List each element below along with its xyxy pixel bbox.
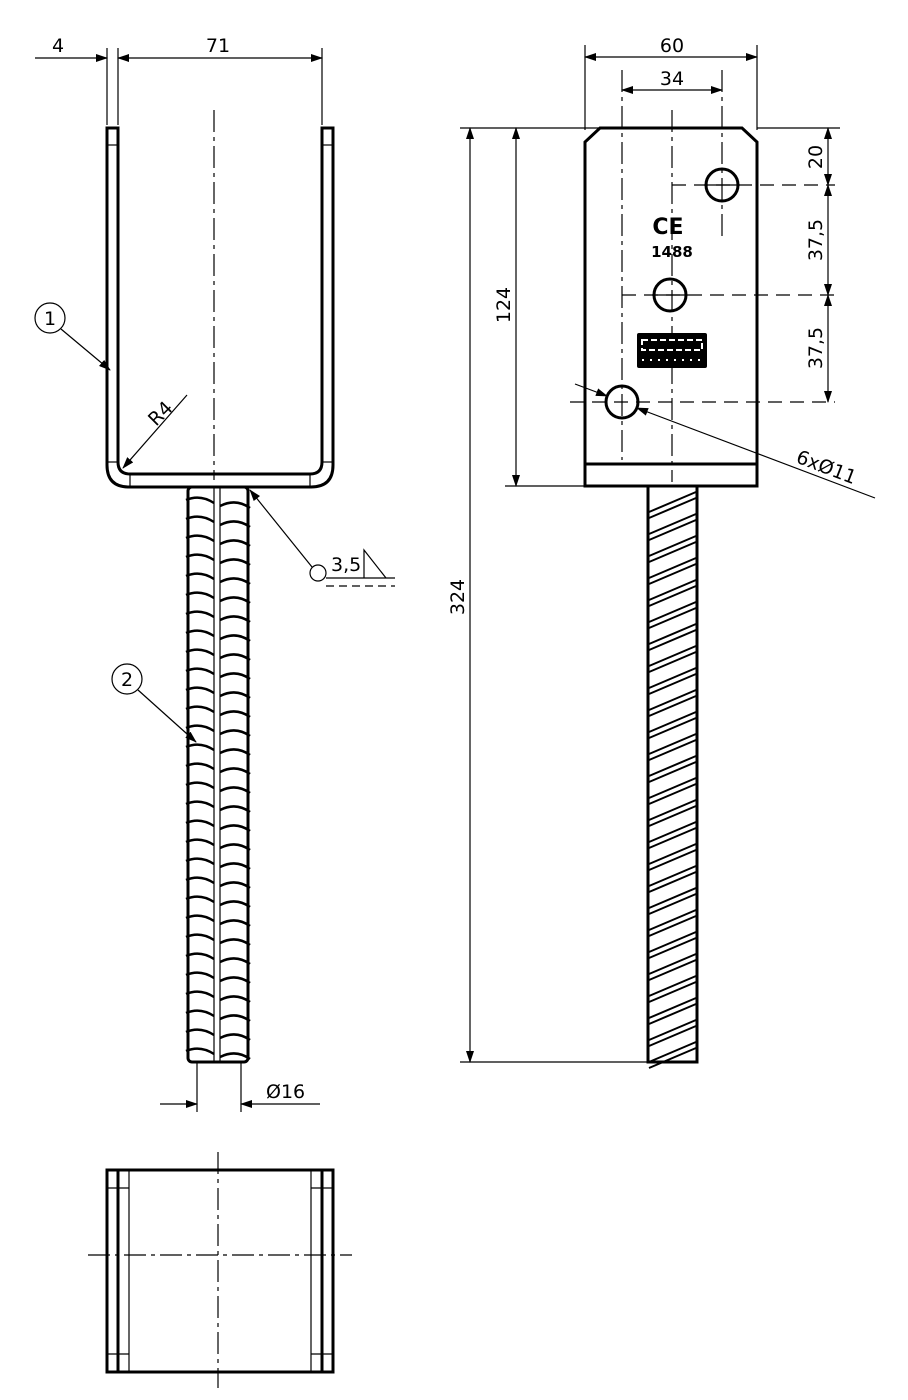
rebar-rib (185, 705, 251, 719)
dim-plate-width: 60 (660, 35, 684, 57)
manufacturer-logo (637, 333, 707, 368)
rebar-rib (185, 515, 251, 529)
rebar-rib (648, 843, 697, 871)
rebar-rib (185, 667, 251, 681)
rebar-rib (648, 557, 697, 585)
rebar-rib (185, 819, 251, 833)
rebar-rib (185, 534, 251, 548)
rebar-rib (648, 865, 697, 893)
plan-view (88, 1152, 352, 1388)
rebar-rib (648, 975, 697, 1003)
rebar-rib (185, 496, 251, 510)
rebar-rib (185, 553, 251, 567)
rebar-rib (185, 1047, 251, 1061)
rebar-rib (185, 610, 251, 624)
rebar-rib (185, 800, 251, 814)
dim-total-height: 324 (447, 579, 469, 615)
balloon-1-label: 1 (44, 308, 56, 330)
rebar-rib (185, 762, 251, 776)
rebar-rib (185, 781, 251, 795)
rebar-rib (648, 711, 697, 739)
dim-rebar-diameter: Ø16 (266, 1081, 305, 1103)
rebar-rib (185, 990, 251, 1004)
dim-hole-spacing-x: 34 (660, 68, 684, 90)
rebar-side (185, 485, 251, 1064)
front-view: 4 71 1 R4 3,5 2 Ø16 (34, 35, 395, 1112)
rebar-rib (185, 914, 251, 928)
rebar-rib (648, 777, 697, 805)
rebar-rib (185, 743, 251, 757)
mounting-hole (604, 384, 640, 420)
hole-callout: 6xØ11 (793, 446, 859, 489)
rebar-front (646, 484, 699, 1069)
rebar-rib (648, 689, 697, 717)
mounting-hole (704, 167, 740, 203)
rebar-rib (648, 667, 697, 695)
rebar-rib (648, 931, 697, 959)
rebar-rib (185, 895, 251, 909)
balloon-2 (111, 663, 143, 695)
rebar-rib (648, 579, 697, 607)
radius-label: R4 (144, 397, 177, 430)
weld-size: 3,5 (331, 554, 361, 576)
rebar-rib (648, 997, 697, 1025)
rebar-rib (185, 724, 251, 738)
rebar-rib (648, 513, 697, 541)
rebar-rib (648, 799, 697, 827)
dim-wall-thickness: 4 (52, 35, 64, 57)
ce-mark: CE (652, 215, 683, 240)
rebar-rib (185, 971, 251, 985)
dim-inner-width: 71 (206, 35, 230, 57)
rebar-rib (648, 623, 697, 651)
rebar-rib (648, 491, 697, 519)
rebar-rib (185, 686, 251, 700)
ce-number: 1488 (651, 243, 693, 261)
rebar-rib (185, 1028, 251, 1042)
rebar-rib (185, 952, 251, 966)
rebar-rib (185, 591, 251, 605)
rebar-rib (185, 857, 251, 871)
rebar-rib (648, 755, 697, 783)
rebar-rib (648, 821, 697, 849)
dim-hole-top: 20 (805, 145, 827, 169)
rebar-rib (648, 535, 697, 563)
rebar-rib (185, 876, 251, 890)
rebar-rib (185, 838, 251, 852)
balloon-1 (34, 302, 66, 334)
dim-plate-height: 124 (493, 287, 515, 323)
rebar-rib (185, 629, 251, 643)
rebar-rib (648, 1041, 697, 1069)
rebar-rib (648, 733, 697, 761)
rebar-rib (648, 953, 697, 981)
balloon-2-label: 2 (121, 669, 133, 691)
rebar-rib (185, 648, 251, 662)
weld-symbol: 3,5 (249, 489, 395, 587)
rebar-rib (648, 1019, 697, 1047)
rebar-rib (185, 933, 251, 947)
rebar-rib (185, 572, 251, 586)
dim-hole-spacing-2: 37,5 (805, 327, 827, 369)
rebar-rib (648, 645, 697, 673)
rebar-rib (648, 601, 697, 629)
side-view: CE 1488 60 34 124 324 20 37,5 37,5 6xØ11 (447, 35, 876, 1069)
dim-hole-spacing-1: 37,5 (805, 219, 827, 261)
u-channel-outline (105, 126, 335, 489)
rebar-rib (648, 909, 697, 937)
rebar-rib (185, 1009, 251, 1023)
mounting-hole (652, 277, 688, 313)
plate-outline (583, 126, 759, 488)
rebar-rib (648, 887, 697, 915)
